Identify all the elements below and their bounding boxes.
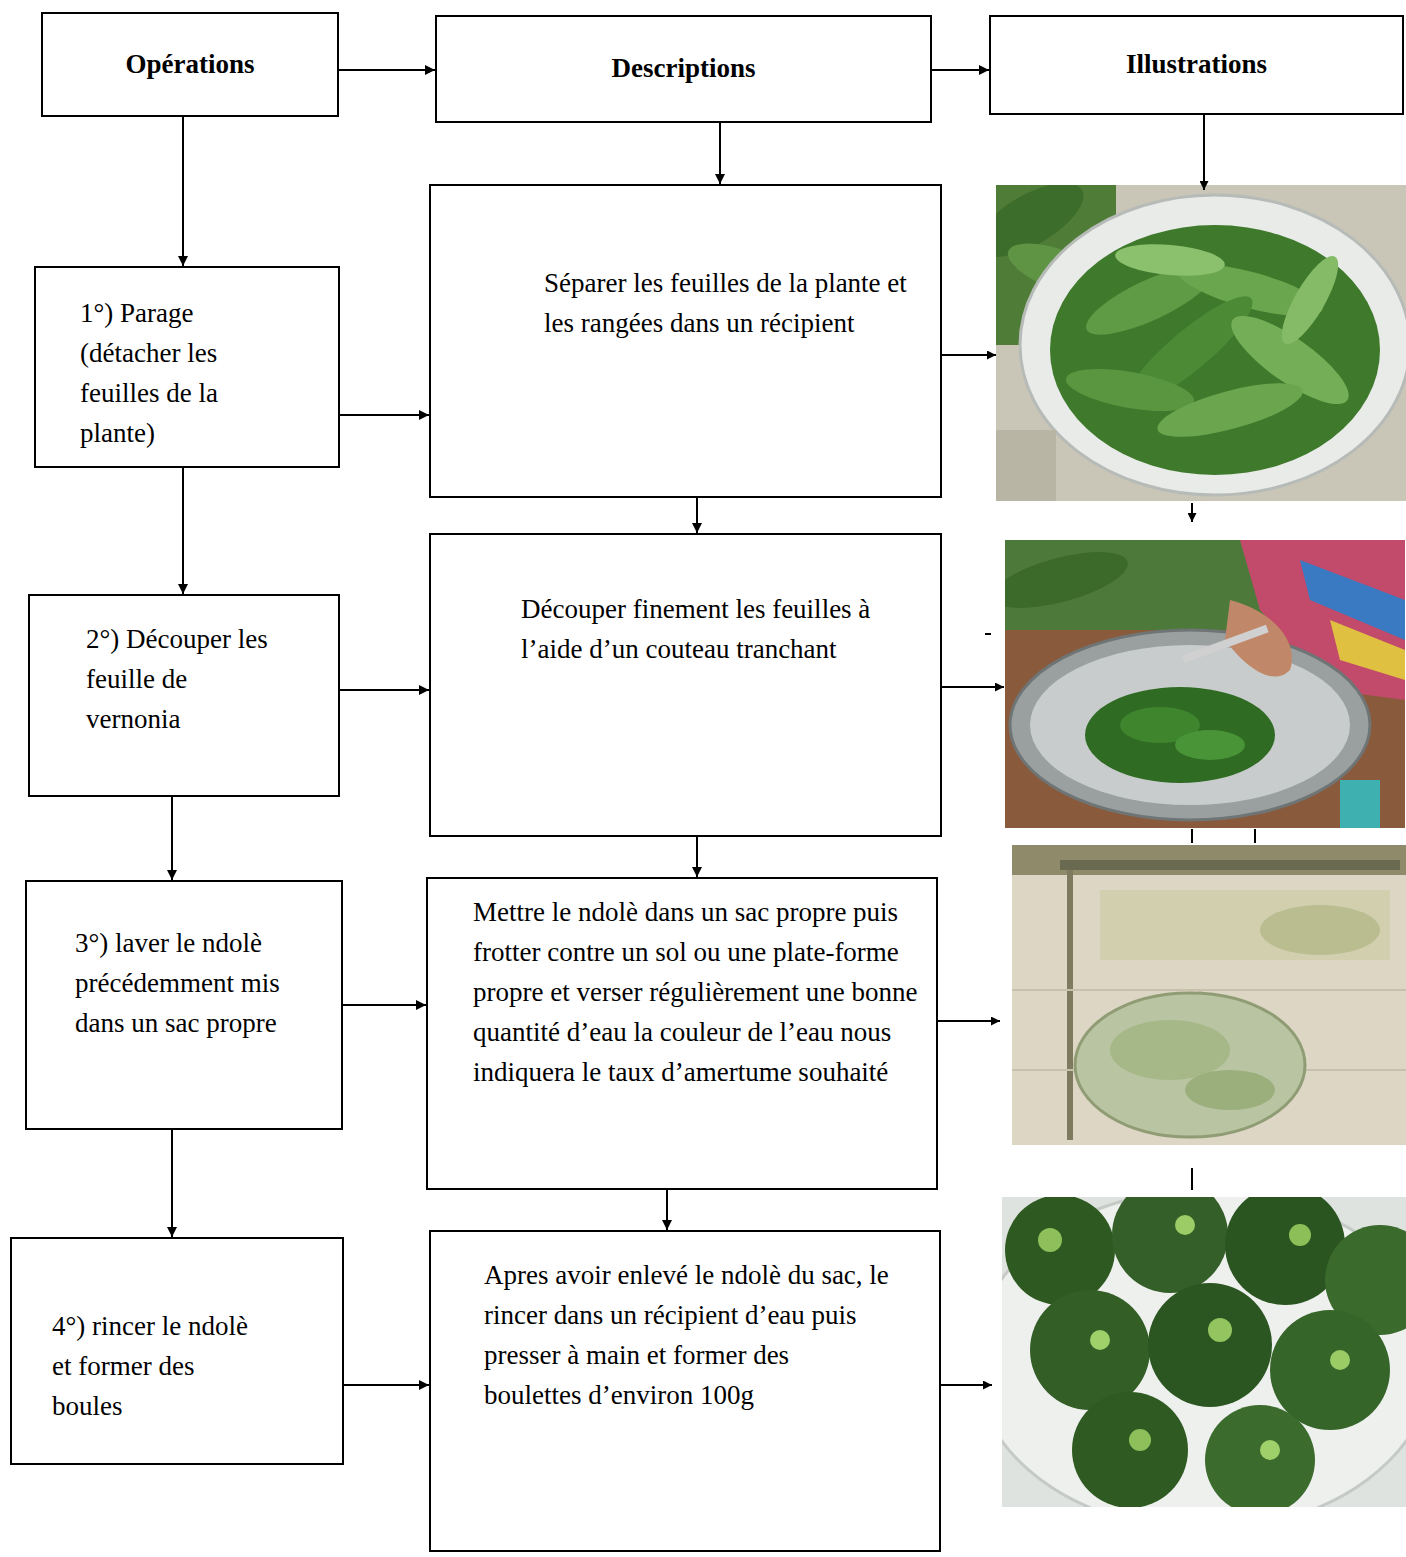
tick-mark [1191,1168,1193,1190]
flow-arrow [719,123,721,184]
leader-arrow [941,1384,992,1386]
header-box: Descriptions [435,15,932,123]
leader-arrow [942,686,1004,688]
flow-arrow [932,69,989,71]
flow-arrow [182,468,184,594]
flow-arrow [339,69,435,71]
flow-arrow [171,1130,173,1237]
column-header: Descriptions [441,49,926,89]
description-box: Séparer les feuilles de la plante et les… [429,184,942,498]
flow-arrow [696,498,698,533]
description-box: Mettre le ndolè dans un sac propre puis … [426,877,938,1190]
flow-arrow [666,1190,668,1230]
header-box: Illustrations [989,15,1404,115]
leader-arrow [1191,503,1193,522]
flow-arrow [340,689,429,691]
column-header: Opérations [47,45,333,85]
washing-photo [1012,845,1406,1145]
flow-arrow [343,1004,426,1006]
step-box: 2°) Découper les feuille de vernonia [28,594,340,797]
flow-arrow [171,797,173,880]
flow-arrow [182,117,184,266]
step-text: 2°) Découper les feuille de vernonia [86,620,276,740]
step-text: 3°) laver le ndolè précédemment mis dans… [75,924,305,1044]
step-text: 1°) Parage (détacher les feuilles de la … [80,294,285,454]
step-text: Séparer les feuilles de la plante et les… [544,264,919,344]
description-box: Découper finement les feuilles à l’aide … [429,533,942,837]
flow-arrow [344,1384,429,1386]
tick-mark [1254,829,1256,843]
tick-mark [985,633,991,635]
cutting-photo [1005,540,1405,828]
step-text: Mettre le ndolè dans un sac propre puis … [473,893,918,1093]
step-box: 4°) rincer le ndolè et former des boules [10,1237,344,1465]
column-header: Illustrations [995,45,1398,85]
header-box: Opérations [41,12,339,117]
balls-photo [1002,1197,1406,1507]
step-text: Découper finement les feuilles à l’aide … [521,590,926,670]
step-box: 3°) laver le ndolè précédemment mis dans… [25,880,343,1130]
leader-arrow [1203,115,1205,190]
description-box: Apres avoir enlevé le ndolè du sac, le r… [429,1230,941,1552]
leader-arrow [942,354,996,356]
flow-arrow [340,414,429,416]
tick-mark [1191,829,1193,843]
leader-arrow [938,1020,1000,1022]
leaves-photo [996,185,1406,501]
flow-arrow [696,837,698,877]
step-text: 4°) rincer le ndolè et former des boules [52,1307,270,1427]
step-box: 1°) Parage (détacher les feuilles de la … [34,266,340,468]
step-text: Apres avoir enlevé le ndolè du sac, le r… [484,1256,889,1416]
